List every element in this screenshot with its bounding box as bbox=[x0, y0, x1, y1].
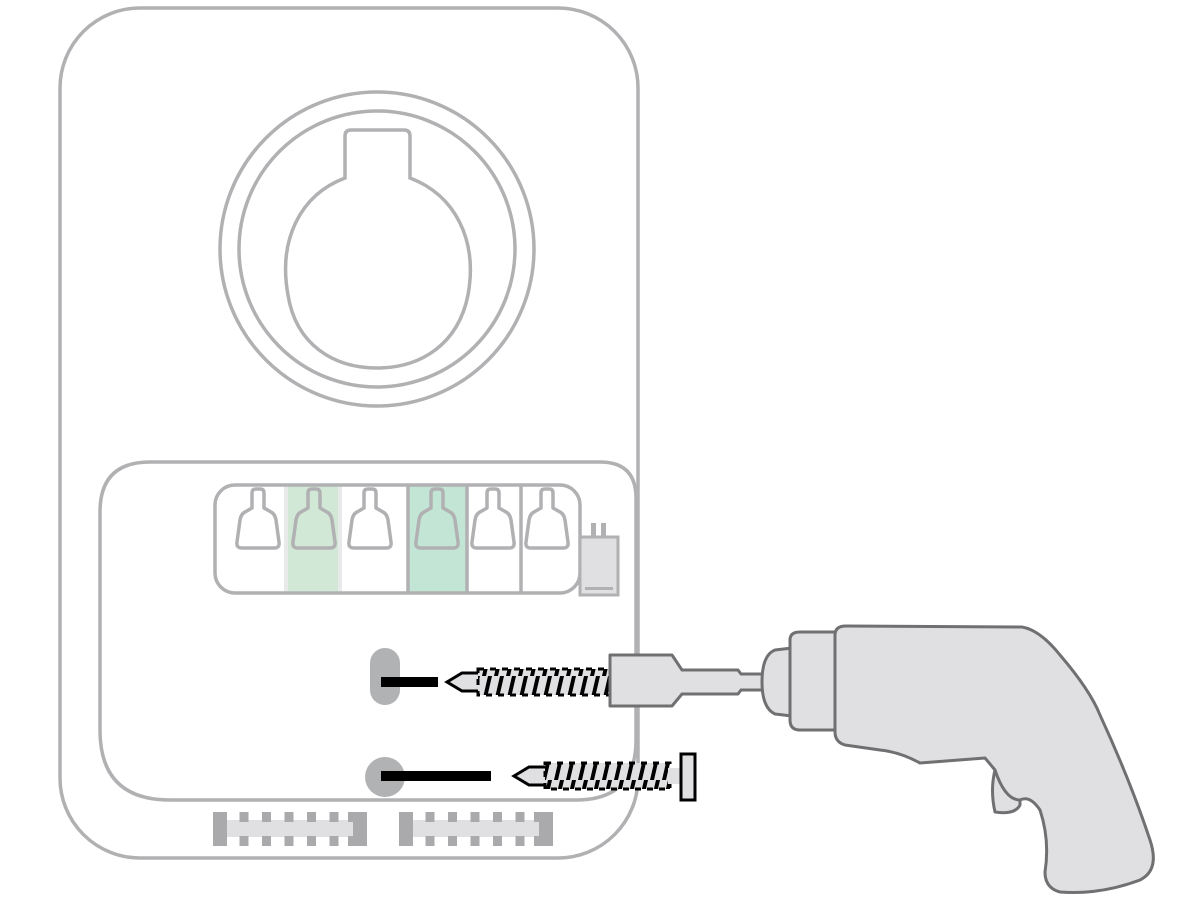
screw-icon bbox=[511, 752, 697, 802]
terminal-hook-icon bbox=[524, 487, 570, 550]
charging-socket bbox=[218, 90, 536, 408]
terminal-hook-icon bbox=[414, 487, 460, 550]
cable-entry bbox=[213, 812, 367, 846]
hole-depth-mark bbox=[381, 771, 491, 781]
cable-entry bbox=[399, 812, 553, 846]
terminal-hook-icon bbox=[291, 487, 337, 550]
bottom-cable-entries bbox=[213, 812, 553, 846]
drill-icon bbox=[608, 624, 1155, 894]
screw-icon bbox=[444, 667, 612, 697]
hole-depth-mark bbox=[381, 677, 438, 687]
lower-panel bbox=[98, 460, 638, 802]
mounting-slot bbox=[370, 648, 400, 705]
side-connector bbox=[578, 523, 620, 597]
terminal-hook-icon bbox=[347, 487, 393, 550]
terminal-hook-icon bbox=[235, 487, 281, 550]
terminal-block bbox=[213, 483, 620, 597]
terminal-hook-icon bbox=[470, 487, 516, 550]
